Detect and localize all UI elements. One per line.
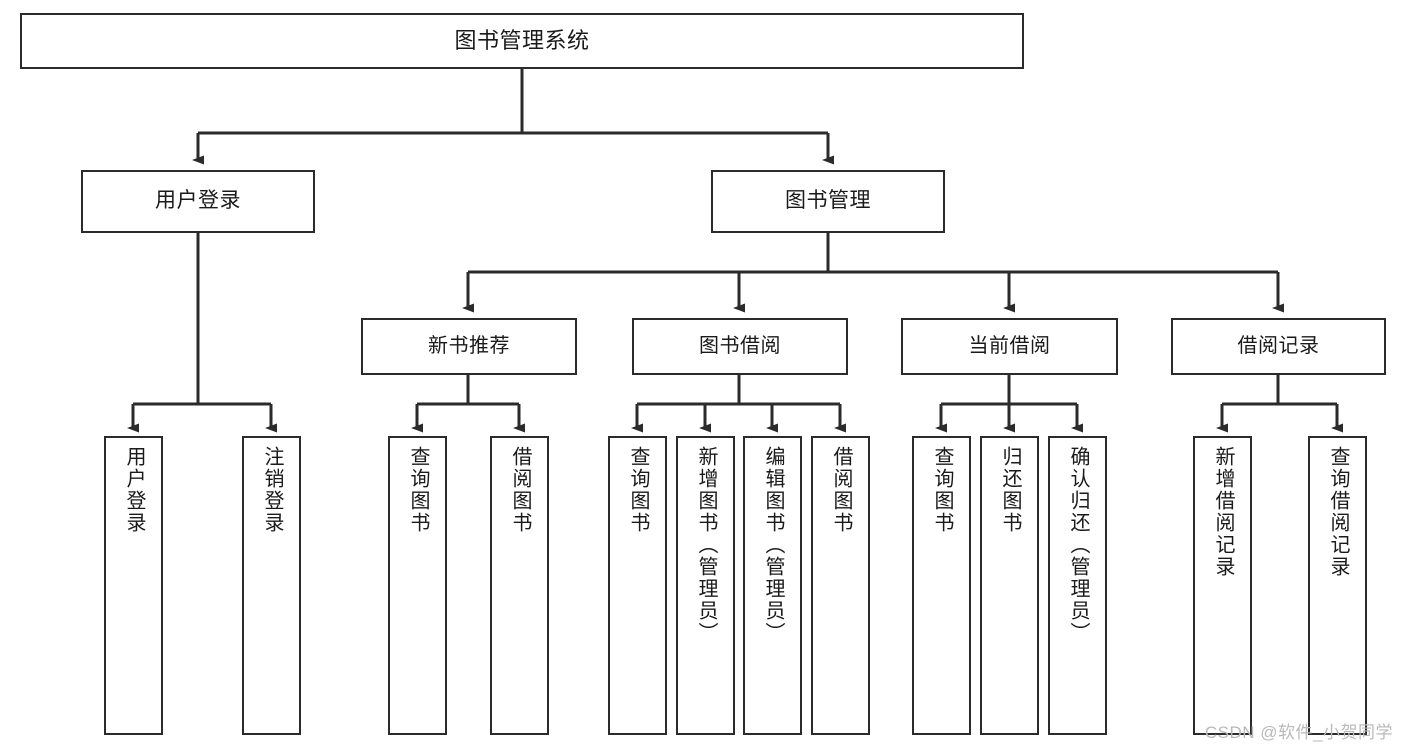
node-leaf-borrow-book-new-label: 借阅图书: [509, 446, 531, 534]
node-user-login[interactable]: 用户登录: [81, 170, 315, 233]
node-leaf-add-book-admin[interactable]: 新增图书（管理员）: [676, 436, 735, 735]
node-root-label: 图书管理系统: [454, 28, 590, 54]
node-leaf-edit-book-admin[interactable]: 编辑图书（管理员）: [743, 436, 802, 735]
node-leaf-query-book-new-label: 查询图书: [407, 446, 429, 534]
node-leaf-confirm-return-admin[interactable]: 确认归还（管理员）: [1048, 436, 1107, 735]
node-leaf-query-book-new[interactable]: 查询图书: [388, 436, 447, 735]
node-borrow-records[interactable]: 借阅记录: [1171, 318, 1386, 375]
node-book-management-label: 图书管理: [785, 189, 871, 213]
node-leaf-borrow-book-new[interactable]: 借阅图书: [490, 436, 549, 735]
node-book-management[interactable]: 图书管理: [711, 170, 945, 233]
node-current-borrow[interactable]: 当前借阅: [901, 318, 1118, 375]
node-leaf-query-book-borrow[interactable]: 查询图书: [608, 436, 667, 735]
node-leaf-return-book-label: 归还图书: [999, 446, 1021, 534]
node-user-login-label: 用户登录: [155, 189, 241, 213]
node-leaf-query-borrow-record-label: 查询借阅记录: [1327, 446, 1349, 578]
node-borrow-records-label: 借阅记录: [1237, 334, 1320, 357]
node-leaf-edit-book-admin-label: 编辑图书（管理员）: [762, 446, 784, 644]
node-leaf-query-book-current-label: 查询图书: [931, 446, 953, 534]
node-book-borrow-label: 图书借阅: [699, 334, 781, 357]
node-leaf-logout-label: 注销登录: [261, 446, 283, 534]
watermark: CSDN @软件_小贺同学: [1204, 723, 1393, 742]
node-root[interactable]: 图书管理系统: [20, 13, 1024, 69]
node-leaf-user-login[interactable]: 用户登录: [104, 436, 163, 735]
node-leaf-borrow-book[interactable]: 借阅图书: [811, 436, 870, 735]
node-book-borrow[interactable]: 图书借阅: [632, 318, 848, 375]
node-leaf-logout[interactable]: 注销登录: [242, 436, 301, 735]
node-leaf-confirm-return-admin-label: 确认归还（管理员）: [1067, 446, 1089, 644]
node-leaf-query-book-borrow-label: 查询图书: [627, 446, 649, 534]
node-leaf-borrow-book-label: 借阅图书: [830, 446, 852, 534]
node-leaf-return-book[interactable]: 归还图书: [980, 436, 1039, 735]
node-leaf-query-borrow-record[interactable]: 查询借阅记录: [1308, 436, 1367, 735]
node-leaf-user-login-label: 用户登录: [123, 446, 145, 534]
node-leaf-query-book-current[interactable]: 查询图书: [912, 436, 971, 735]
node-leaf-add-borrow-record[interactable]: 新增借阅记录: [1193, 436, 1252, 735]
node-new-book-recommend[interactable]: 新书推荐: [361, 318, 577, 375]
node-current-borrow-label: 当前借阅: [968, 334, 1051, 357]
node-new-book-recommend-label: 新书推荐: [428, 334, 510, 357]
node-leaf-add-book-admin-label: 新增图书（管理员）: [695, 446, 717, 644]
node-leaf-add-borrow-record-label: 新增借阅记录: [1212, 446, 1234, 578]
